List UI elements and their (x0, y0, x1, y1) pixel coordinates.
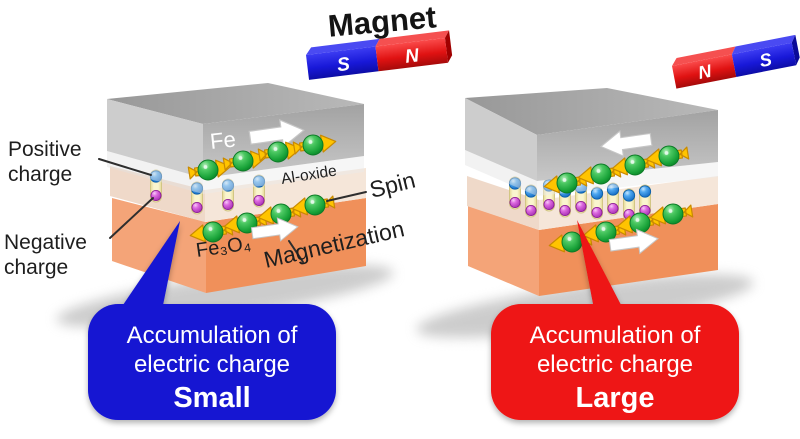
callout-small: Accumulation of electric charge Small (88, 221, 336, 420)
charge-pillar (638, 184, 652, 218)
fe3o4-layer-right (468, 204, 718, 296)
fe-face-left (465, 98, 537, 181)
magnet-right-pole-n (672, 54, 737, 89)
negative-charge-label-line1: Negative (4, 231, 87, 254)
leader-magnetization (288, 240, 304, 263)
fe-face-top (107, 83, 364, 124)
callout-large-emphasis: Large (576, 382, 655, 414)
callout-small-box (88, 304, 336, 420)
fe-glass-band (107, 151, 364, 194)
leader-positive-charge (98, 158, 152, 176)
charge-pillar (590, 186, 604, 220)
leader-spin (326, 191, 367, 202)
magnet-left-n-label: N (404, 45, 421, 68)
fe3o4-face-left (468, 206, 539, 296)
spin-label: Spin (367, 166, 418, 202)
callout-large-box (491, 304, 739, 420)
magnet-right-n-label: N (696, 61, 714, 83)
magnet-left-pole-n (375, 37, 449, 72)
callout-small-emphasis: Small (173, 382, 250, 414)
al-oxide-face-left (467, 176, 539, 230)
magnet-left-top-s (306, 38, 380, 55)
callout-small-tail (106, 221, 180, 330)
callout-small-line1: Accumulation of (127, 322, 298, 349)
al-oxide-face-front (205, 168, 366, 222)
callout-small-line2: electric charge (134, 351, 290, 378)
magnet-right-top-s (731, 34, 796, 55)
magnet-right-end (791, 34, 800, 66)
structure-left: Fe₃O₄ Al-oxide Fe (107, 83, 366, 293)
fe-face-top (465, 88, 718, 135)
fe-face-left (107, 99, 203, 178)
positive-charge-label-line1: Positive (8, 138, 82, 161)
negative-charge-label-line2: charge (4, 256, 68, 279)
callout-large: Accumulation of electric charge Large (491, 220, 739, 420)
magnet-left-top-n (375, 30, 450, 47)
leader-negative-charge (109, 197, 154, 239)
positive-charge-label-line2: charge (8, 163, 72, 186)
fe-label: Fe (209, 126, 237, 154)
fe3o4-face-left (112, 198, 206, 293)
fe3o4-face-front (539, 204, 718, 296)
fe-glass-band-right (465, 150, 718, 196)
callout-large-tail (577, 220, 634, 330)
callout-large-line1: Accumulation of (530, 322, 701, 349)
magnet-left-end (444, 30, 453, 63)
magnet-right-top-n (672, 46, 736, 66)
callout-large-line2: electric charge (537, 351, 693, 378)
magnet-left: S N (306, 30, 453, 80)
magnet-left-pole-s (306, 46, 379, 80)
structure-right (465, 88, 718, 296)
magnet-left-s-label: S (336, 54, 351, 76)
magnet-right-pole-s (731, 42, 797, 77)
magnet-right-s-label: S (758, 49, 774, 71)
magnet-right: N S (672, 34, 800, 89)
